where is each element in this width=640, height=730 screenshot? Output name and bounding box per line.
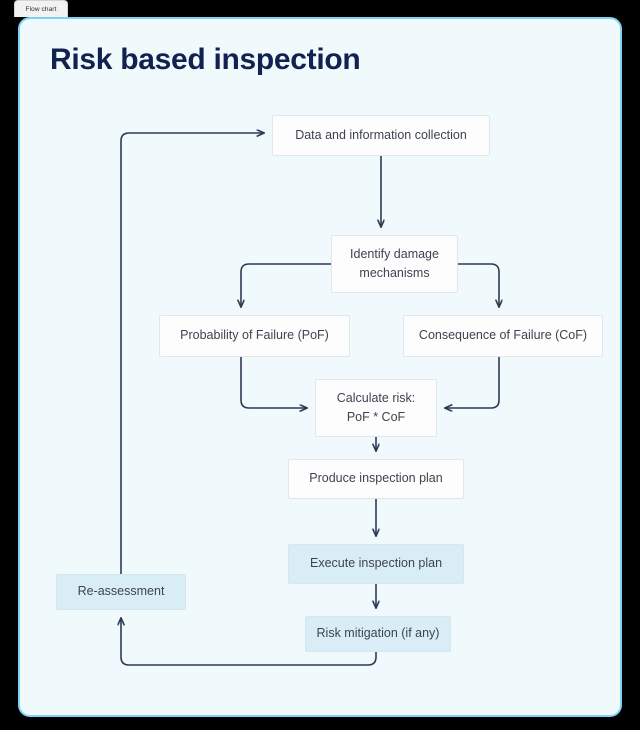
node-produce-plan[interactable]: Produce inspection plan <box>288 459 464 499</box>
node-execute-plan[interactable]: Execute inspection plan <box>288 544 464 584</box>
edge-identify-damage-to-pof <box>241 263 332 307</box>
node-cof[interactable]: Consequence of Failure (CoF) <box>403 315 603 357</box>
node-label: Calculate risk:PoF * CoF <box>336 390 416 424</box>
node-data-collection[interactable]: Data and information collection <box>272 115 490 156</box>
node-label: Risk mitigation (if any) <box>316 626 440 641</box>
browser-tab-strip: Flow chart <box>0 0 640 18</box>
node-label: Re-assessment <box>77 584 165 599</box>
tab-flow-chart[interactable]: Flow chart <box>14 0 68 17</box>
node-label: Produce inspection plan <box>309 471 443 486</box>
node-pof[interactable]: Probability of Failure (PoF) <box>159 315 350 357</box>
node-risk-mitigation[interactable]: Risk mitigation (if any) <box>305 616 451 652</box>
flowchart-canvas[interactable]: Risk based inspection <box>18 17 622 717</box>
node-label: Consequence of Failure (CoF) <box>418 328 588 343</box>
edge-pof-to-calculate-risk <box>240 356 307 408</box>
node-reassessment[interactable]: Re-assessment <box>56 574 186 610</box>
page-title: Risk based inspection <box>50 43 361 76</box>
tab-label: Flow chart <box>25 5 57 13</box>
node-label: Execute inspection plan <box>309 556 443 571</box>
edge-cof-to-calculate-risk <box>445 356 500 408</box>
node-calculate-risk[interactable]: Calculate risk:PoF * CoF <box>315 379 437 437</box>
node-label: Data and information collection <box>295 127 467 142</box>
edge-identify-damage-to-cof <box>457 263 499 307</box>
node-label: Probability of Failure (PoF) <box>180 328 329 343</box>
